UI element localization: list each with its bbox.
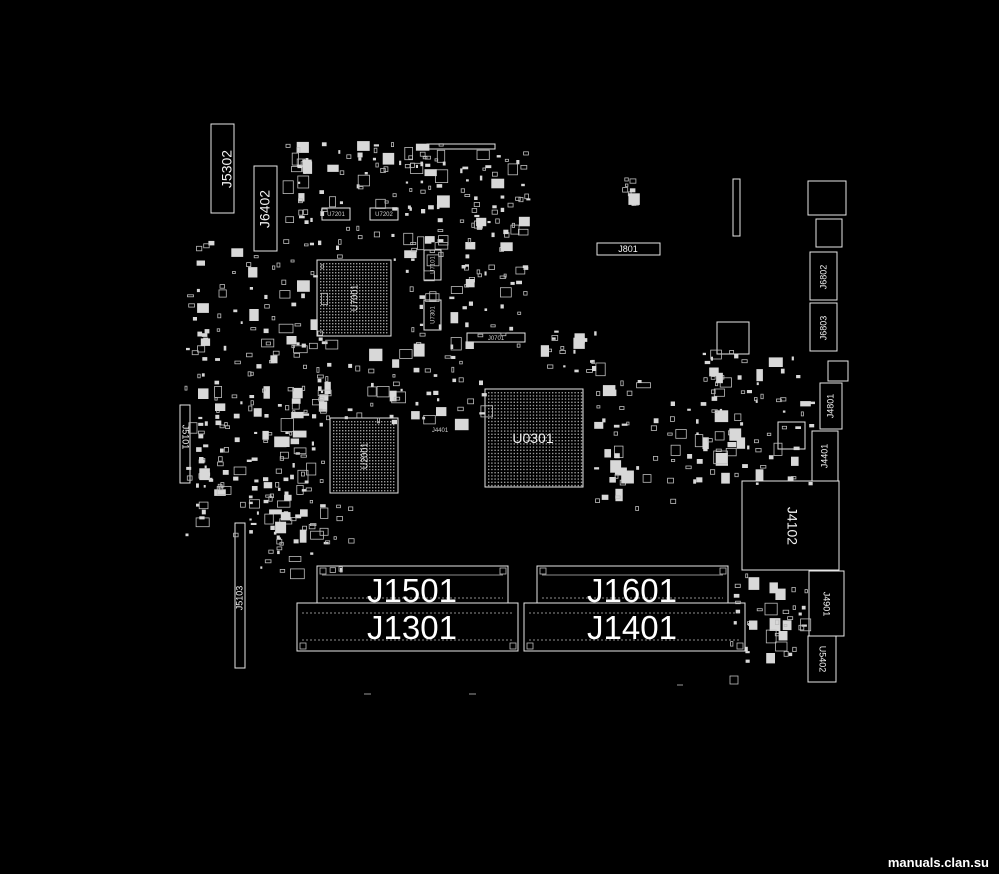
small-component-cluster [622, 177, 640, 206]
memory-slot-details [299, 567, 744, 695]
memory-slot-j1401 [523, 602, 746, 652]
connector-j5103 [234, 522, 246, 669]
bga-grid-u0301 [488, 392, 583, 487]
connector-j4102 [741, 480, 840, 571]
chip-u7001 [316, 259, 392, 337]
component-outlines [179, 123, 849, 683]
small-component-cluster [282, 141, 450, 267]
label-j4401-small: J4401 [432, 428, 449, 434]
label-j5302: J5302 [219, 150, 235, 188]
component-square-right [716, 321, 750, 355]
memory-slot-j1301 [296, 602, 519, 652]
connector-u5402 [807, 635, 837, 683]
small-component-cluster [184, 240, 329, 538]
label-j6803: J6803 [818, 316, 828, 341]
label-u7301: U7301 [431, 306, 437, 324]
connector-j6402 [253, 165, 278, 252]
label-j5101: J5101 [181, 425, 191, 450]
connector-right-top-2 [815, 218, 843, 248]
chip-u7202 [369, 207, 399, 221]
connector-top-strip [426, 143, 496, 150]
label-u0301: U0301 [512, 430, 553, 446]
label-j6402: J6402 [257, 190, 273, 228]
label-j1501: J1501 [367, 572, 457, 609]
label-j1401: J1401 [587, 609, 677, 646]
chip-u2001 [329, 417, 399, 494]
component-labels: J5302 J6402 U7001 U7201 U7202 U7101 U730… [181, 150, 836, 673]
label-j4401: J4401 [819, 444, 829, 469]
label-j1301: J1301 [367, 609, 457, 646]
small-component-cluster [696, 349, 815, 486]
small-component-cluster [459, 163, 531, 298]
connector-vertical-top [732, 178, 741, 237]
connector-j801 [596, 242, 661, 256]
connector-j6802 [809, 251, 838, 301]
small-component-cluster [730, 573, 812, 664]
label-j5103: J5103 [234, 586, 244, 611]
label-u7001: U7001 [349, 285, 359, 312]
label-j0701: J0701 [488, 336, 505, 342]
label-j4801: J4801 [825, 394, 835, 419]
label-u7101: U7101 [431, 256, 437, 274]
chip-right-mid [777, 421, 806, 450]
watermark: manuals.clan.su [887, 855, 989, 870]
label-j6802: J6802 [818, 265, 828, 290]
connector-j4801 [819, 382, 843, 430]
connector-j5302 [210, 123, 235, 214]
bga-grid-u2001 [333, 421, 395, 492]
label-u5402: U5402 [818, 646, 828, 673]
connector-j0701 [466, 332, 526, 343]
connector-right-top [807, 180, 847, 216]
label-j4901: J4901 [822, 592, 832, 617]
small-components [184, 141, 815, 664]
label-j801: J801 [618, 244, 638, 254]
label-u7201: U7201 [327, 212, 345, 218]
bga-ball-grids [320, 263, 583, 492]
connector-j5101 [179, 404, 191, 484]
chip-u0301 [484, 388, 584, 488]
small-component-cluster [196, 380, 327, 504]
chip-u7301 [423, 299, 442, 331]
small-component-cluster [540, 330, 597, 373]
component-small-square [827, 360, 849, 382]
small-component-cluster [594, 360, 746, 511]
bga-grid-u7001 [320, 263, 388, 334]
label-j1601: J1601 [587, 572, 677, 609]
label-j4102: J4102 [784, 507, 800, 545]
connector-j6803 [809, 302, 838, 352]
small-component-cluster [291, 339, 493, 431]
small-component-cluster [260, 493, 355, 580]
label-u2001: U2001 [359, 443, 369, 470]
label-u7202: U7202 [375, 212, 393, 218]
